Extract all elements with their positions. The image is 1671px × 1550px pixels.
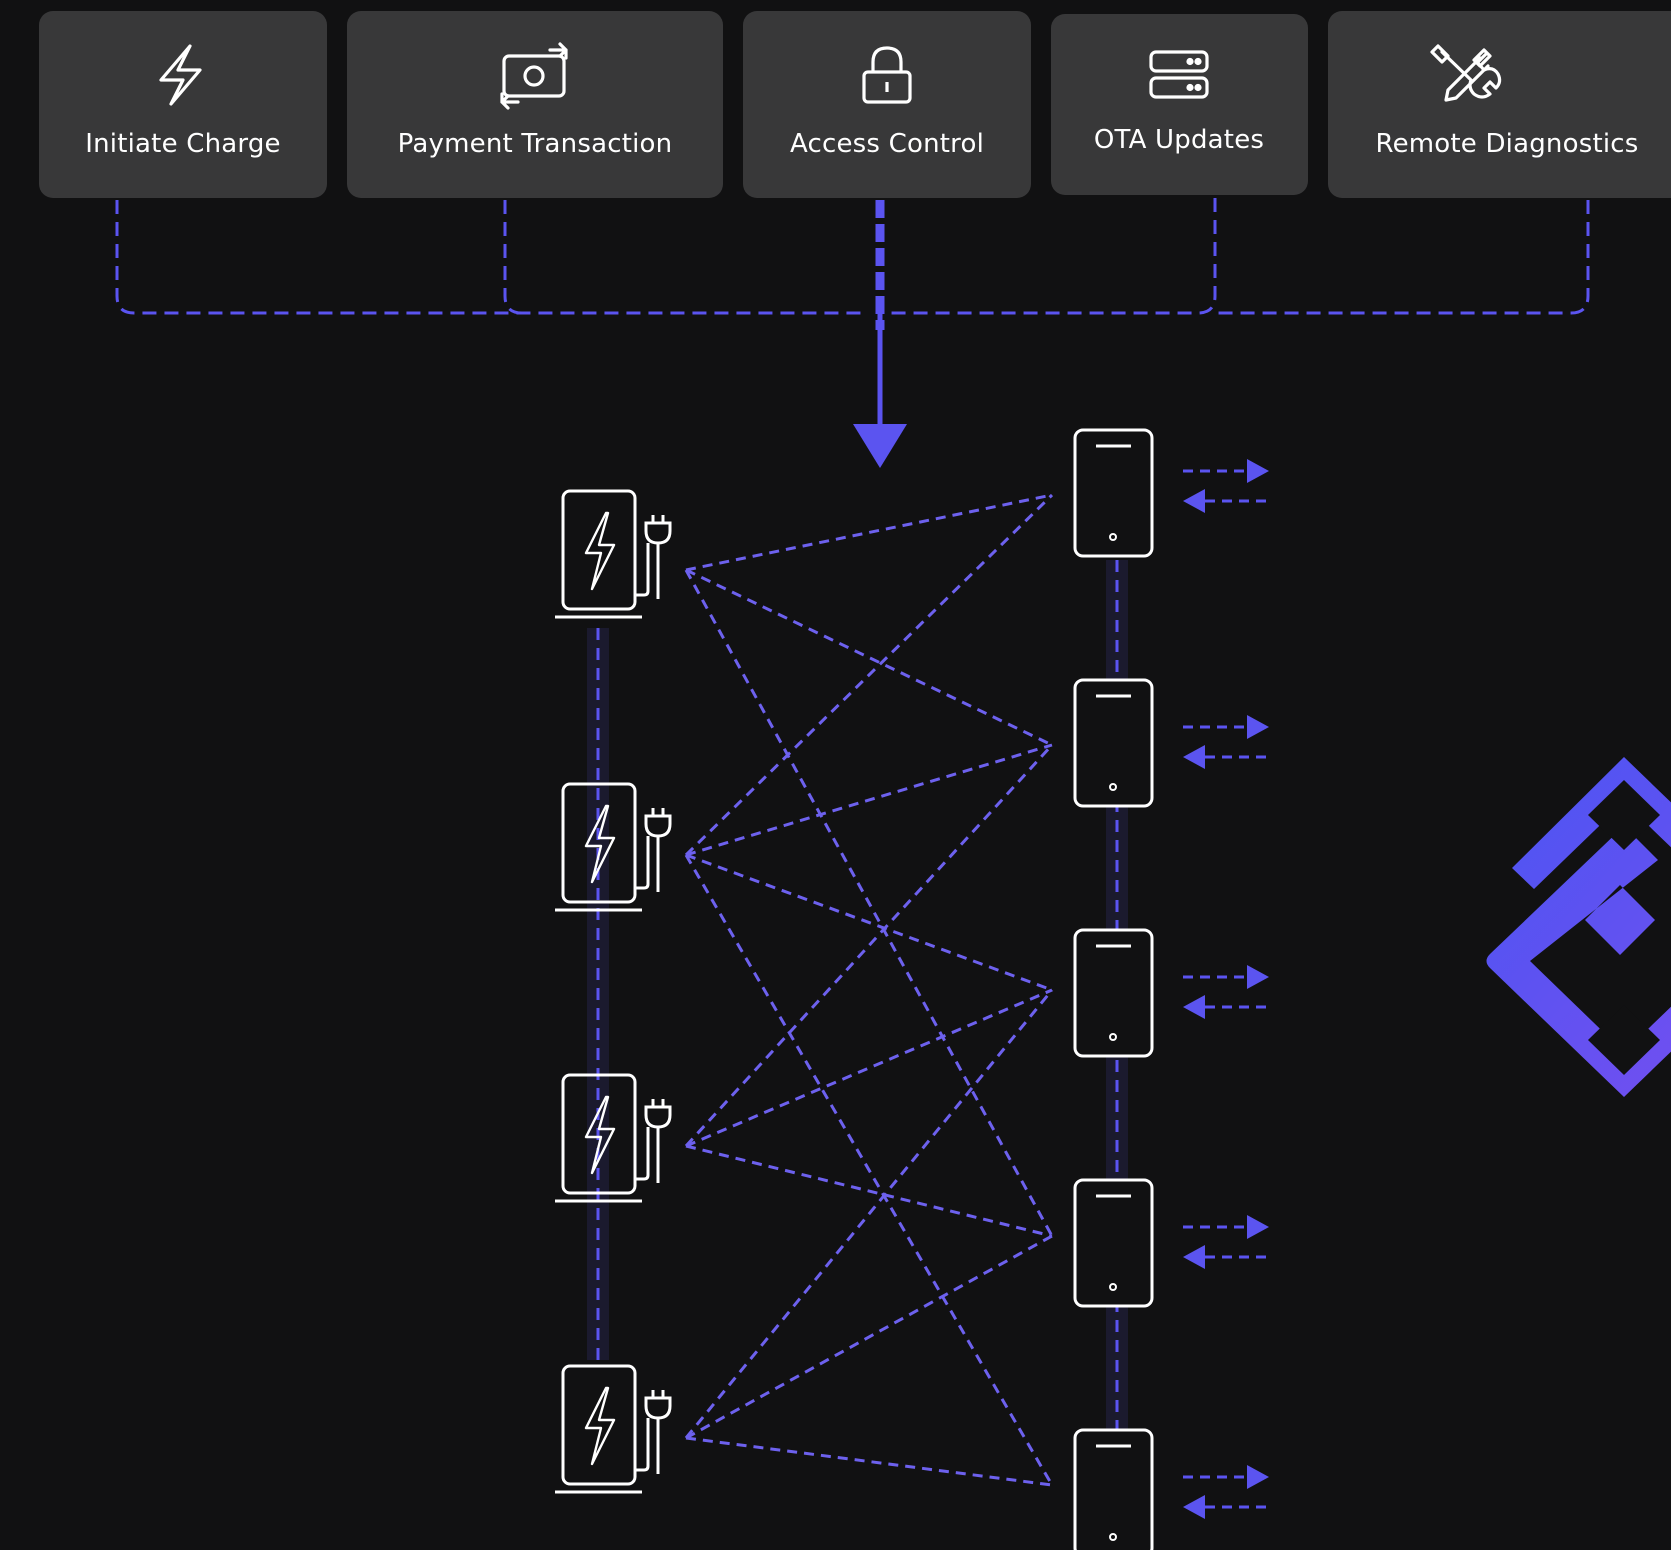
feature-card-access-control[interactable]: Access Control — [743, 11, 1031, 198]
card-label-payment-transaction: Payment Transaction — [398, 129, 673, 159]
card-label-remote-diagnostics: Remote Diagnostics — [1375, 129, 1638, 159]
bidirectional-arrow-icon — [1181, 713, 1271, 771]
mesh-connections — [684, 493, 1054, 1487]
server-icon — [1149, 50, 1209, 99]
mesh-link-5 — [685, 743, 1053, 857]
device-4[interactable] — [1073, 1178, 1154, 1308]
card-label-ota-updates: OTA Updates — [1094, 125, 1264, 155]
mesh-link-11 — [684, 989, 1054, 1439]
phone-icon — [1073, 678, 1154, 808]
device-5[interactable] — [1073, 1428, 1154, 1550]
diamond-logo-icon — [1486, 757, 1671, 1097]
card-label-access-control: Access Control — [790, 129, 984, 159]
mesh-link-12 — [685, 1234, 1053, 1440]
ev-charger-icon — [553, 489, 672, 619]
mesh-link-2 — [685, 568, 1053, 747]
device-2[interactable] — [1073, 678, 1154, 808]
feature-card-payment-transaction[interactable]: Payment Transaction — [347, 11, 723, 198]
phone-icon — [1073, 1178, 1154, 1308]
ev-charger-icon — [553, 1073, 672, 1203]
feature-card-initiate-charge[interactable]: Initiate Charge — [39, 11, 327, 198]
lock-icon — [862, 46, 912, 104]
mesh-link-6 — [685, 853, 1053, 992]
charging-station-2[interactable] — [553, 782, 672, 912]
phone-icon — [1073, 428, 1154, 558]
mesh-link-8 — [684, 743, 1054, 1148]
mesh-link-13 — [685, 1436, 1053, 1487]
bidirectional-arrow-icon — [1181, 1213, 1271, 1271]
lightning-bolt-icon — [159, 44, 202, 106]
bidirectional-arrow-icon — [1181, 963, 1271, 1021]
tools-icon — [1430, 44, 1502, 102]
charging-station-4[interactable] — [553, 1364, 672, 1494]
ev-charger-icon — [553, 1364, 672, 1494]
phone-icon — [1073, 928, 1154, 1058]
charging-station-1[interactable] — [553, 489, 672, 619]
bidirectional-arrow-icon — [1181, 457, 1271, 515]
phone-icon — [1073, 1428, 1154, 1550]
charging-station-3[interactable] — [553, 1073, 672, 1203]
ev-charger-icon — [553, 782, 672, 912]
mesh-link-9 — [685, 988, 1053, 1148]
device-3[interactable] — [1073, 928, 1154, 1058]
mesh-link-4 — [684, 493, 1054, 857]
main-down-arrow — [853, 300, 907, 468]
money-exchange-icon — [500, 42, 568, 110]
mesh-link-3 — [684, 569, 1054, 1237]
feature-card-ota-updates[interactable]: OTA Updates — [1051, 14, 1308, 195]
mesh-link-7 — [684, 854, 1054, 1486]
mesh-link-1 — [685, 493, 1053, 572]
feature-card-remote-diagnostics[interactable]: Remote Diagnostics — [1328, 11, 1671, 198]
card-label-initiate-charge: Initiate Charge — [85, 129, 280, 159]
card-connector-lines — [115, 198, 1590, 330]
bidirectional-arrow-icon — [1181, 1463, 1271, 1521]
device-1[interactable] — [1073, 428, 1154, 558]
mesh-link-10 — [685, 1144, 1053, 1238]
